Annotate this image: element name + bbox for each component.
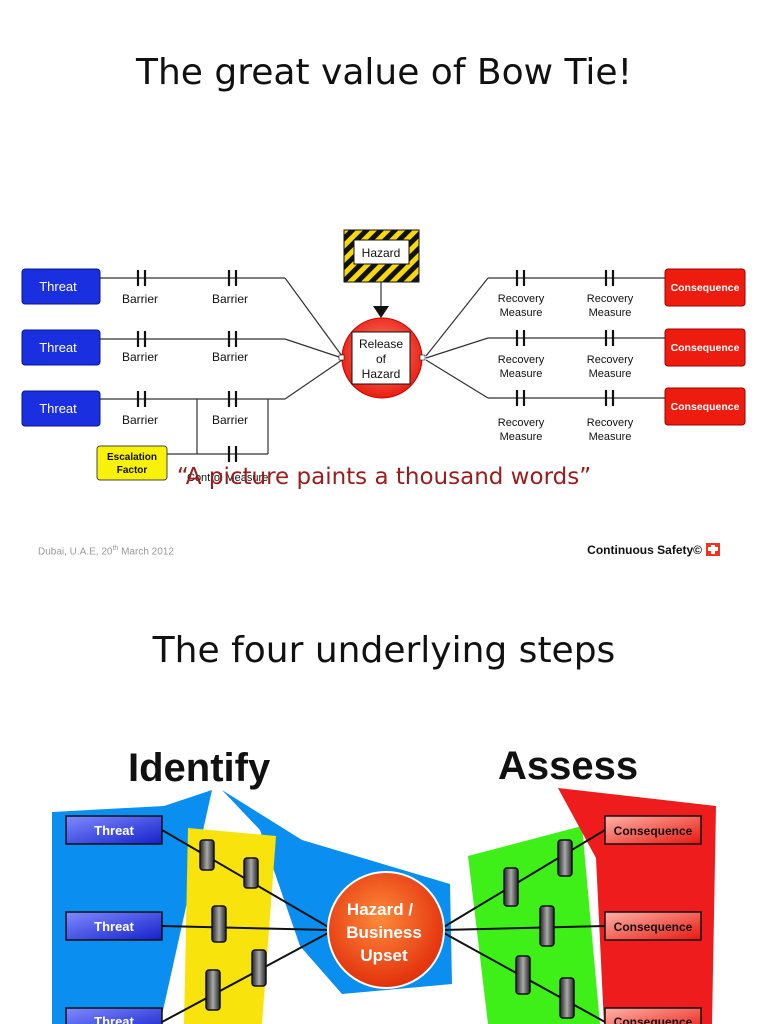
svg-text:Threat: Threat xyxy=(94,1014,134,1024)
svg-text:Consequence: Consequence xyxy=(614,1015,693,1024)
consequence-box: Consequence xyxy=(604,1007,702,1024)
svg-text:Threat: Threat xyxy=(94,919,134,934)
consequence-box: Consequence xyxy=(604,815,702,845)
swiss-flag-icon xyxy=(706,543,720,556)
threat-box: Threat xyxy=(21,329,101,366)
bow-tie-diagram: Threat Threat Threat Barrier Barrier Bar… xyxy=(21,229,746,484)
svg-text:Consequence: Consequence xyxy=(614,920,693,934)
consequence-box: Consequence xyxy=(664,328,746,367)
svg-text:Release: Release xyxy=(359,337,403,351)
consequence-box: Consequence xyxy=(664,387,746,426)
threat-box: Threat xyxy=(65,815,163,845)
hazard-business-upset-node: Hazard / Business Upset xyxy=(327,871,445,989)
hazard-box: Hazard xyxy=(343,229,420,283)
svg-text:of: of xyxy=(376,352,387,366)
svg-text:Consequence: Consequence xyxy=(614,824,693,838)
consequence-box: Consequence xyxy=(664,268,746,307)
release-of-hazard-node: Release of Hazard xyxy=(338,317,426,399)
svg-text:Measure: Measure xyxy=(500,368,543,380)
svg-text:Threat: Threat xyxy=(39,340,77,355)
quote-text: “A picture paints a thousand words” xyxy=(176,464,592,490)
svg-text:Recovery: Recovery xyxy=(587,293,634,305)
barrier-symbols xyxy=(136,270,615,462)
svg-text:Recovery: Recovery xyxy=(498,354,545,366)
barrier-label: Barrier xyxy=(212,292,248,306)
consequence-box: Consequence xyxy=(604,911,702,941)
svg-text:Threat: Threat xyxy=(39,401,77,416)
svg-text:Hazard: Hazard xyxy=(362,367,401,381)
threat-box: Threat xyxy=(21,268,101,305)
footer-location-date: Dubai, U.A.E, 20th March 2012 xyxy=(38,545,174,558)
svg-text:Recovery: Recovery xyxy=(587,417,634,429)
svg-text:Measure: Measure xyxy=(589,368,632,380)
slide-title: The four underlying steps xyxy=(152,630,616,671)
identify-region xyxy=(52,790,212,1024)
barrier-barrels xyxy=(199,839,575,1019)
slide-title: The great value of Bow Tie! xyxy=(135,52,633,93)
svg-text:Factor: Factor xyxy=(117,465,148,476)
assess-region xyxy=(558,788,716,1024)
barrier-label: Barrier xyxy=(212,350,248,364)
svg-text:Consequence: Consequence xyxy=(671,282,740,294)
svg-text:Threat: Threat xyxy=(39,279,77,294)
svg-text:Escalation: Escalation xyxy=(107,452,157,463)
svg-text:Upset: Upset xyxy=(360,946,408,965)
svg-text:Business: Business xyxy=(346,923,422,942)
svg-text:Recovery: Recovery xyxy=(587,354,634,366)
svg-text:Consequence: Consequence xyxy=(671,342,740,354)
svg-text:Measure: Measure xyxy=(500,431,543,443)
barrier-label: Barrier xyxy=(122,413,158,427)
brand-name: Continuous Safety© xyxy=(587,543,702,557)
threat-box: Threat xyxy=(65,911,163,941)
svg-text:Measure: Measure xyxy=(589,431,632,443)
svg-text:Hazard: Hazard xyxy=(362,246,401,260)
slide-four-steps: The four underlying steps Identify Asses… xyxy=(0,596,768,1024)
escalation-factor-box: Escalation Factor xyxy=(96,445,168,481)
slide-bow-tie-value: The great value of Bow Tie! xyxy=(21,52,746,558)
svg-text:Measure: Measure xyxy=(589,307,632,319)
svg-text:Recovery: Recovery xyxy=(498,417,545,429)
svg-text:Hazard /: Hazard / xyxy=(347,900,413,919)
threat-box: Threat xyxy=(21,390,101,427)
threat-box: Threat xyxy=(65,1007,163,1024)
four-steps-diagram: Threat Threat Threat Consequence Consequ… xyxy=(52,788,716,1024)
svg-text:Recovery: Recovery xyxy=(498,293,545,305)
control-measure-label: Control Measure xyxy=(187,472,268,484)
arrow-down-icon xyxy=(373,306,389,318)
barrier-label: Barrier xyxy=(212,413,248,427)
identify-label: Identify xyxy=(128,746,271,790)
assess-barrier-region xyxy=(468,826,600,1024)
svg-text:Threat: Threat xyxy=(94,823,134,838)
svg-text:Measure: Measure xyxy=(500,307,543,319)
barrier-label: Barrier xyxy=(122,350,158,364)
svg-text:Consequence: Consequence xyxy=(671,401,740,413)
barrier-label: Barrier xyxy=(122,292,158,306)
assess-label: Assess xyxy=(498,744,639,788)
